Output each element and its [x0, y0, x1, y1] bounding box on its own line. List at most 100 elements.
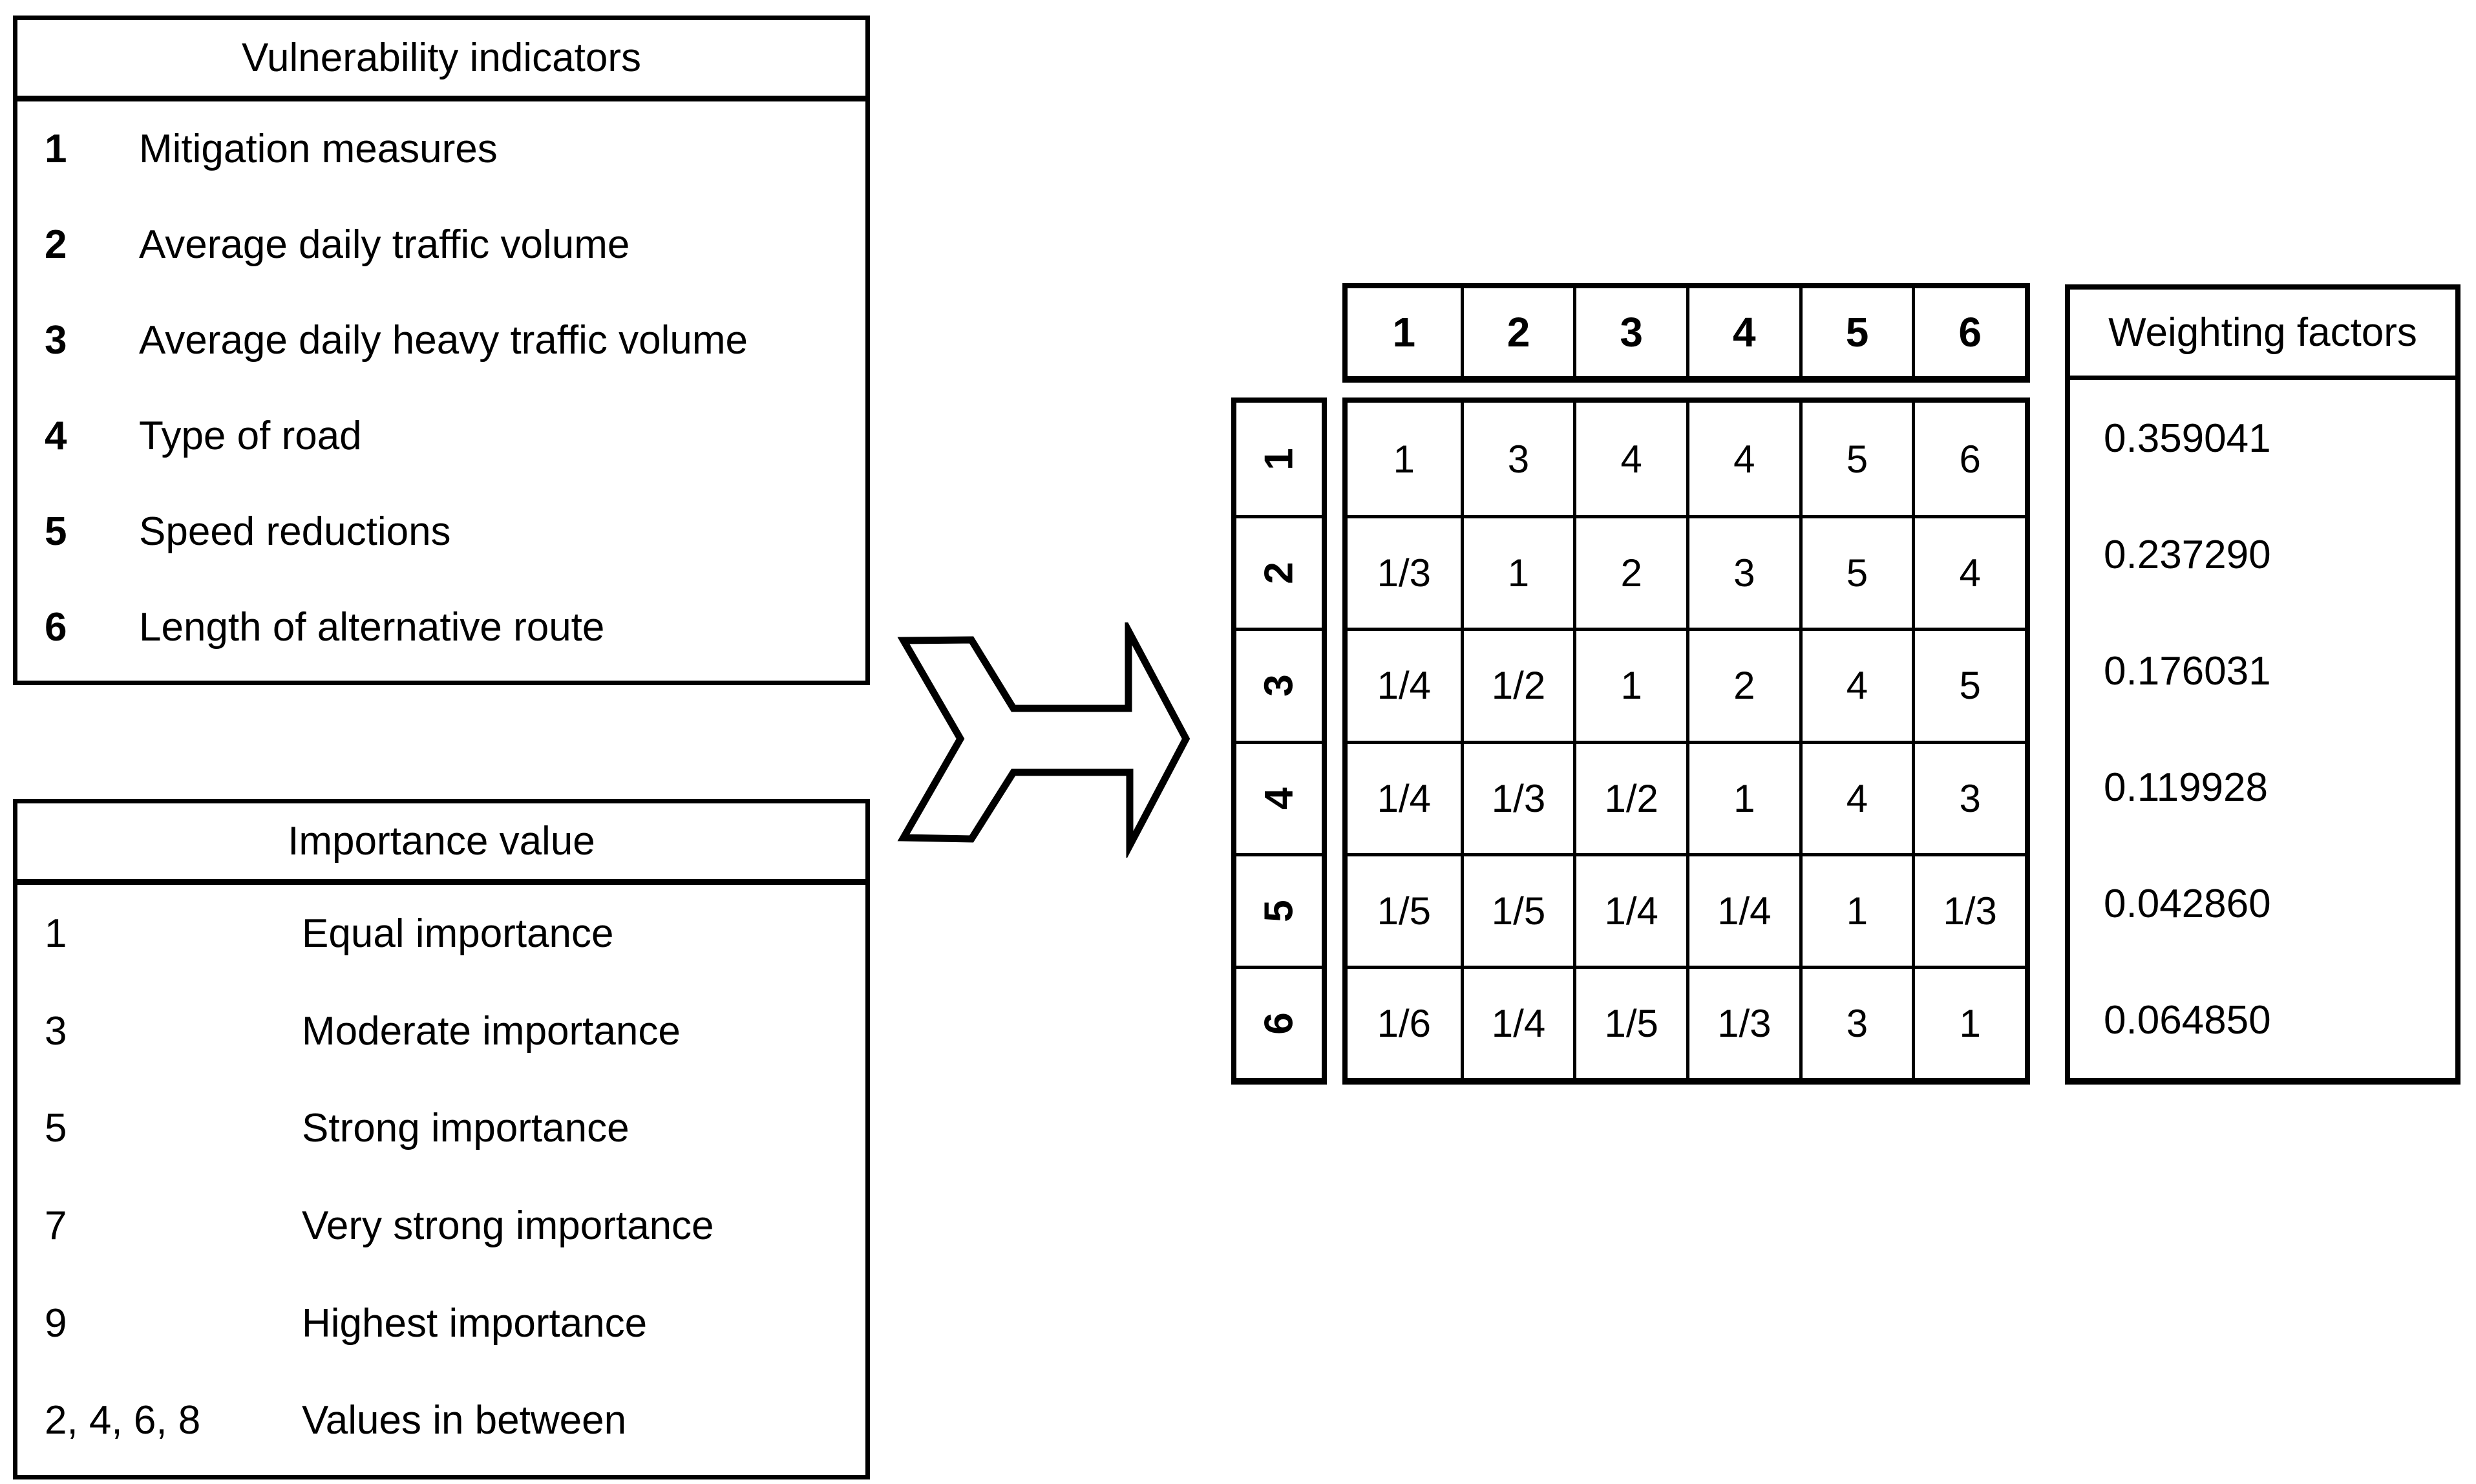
weighting-value: 0.042860 [2104, 881, 2271, 926]
matrix-cell: 1 [1573, 628, 1686, 741]
item-label: Values in between [302, 1398, 627, 1443]
matrix-row-header-cell: 6 [1236, 965, 1322, 1078]
matrix-col-header-cell: 6 [1912, 288, 2025, 376]
matrix-col-header-cell: 5 [1799, 288, 1912, 376]
weighting-value: 0.119928 [2104, 765, 2268, 810]
list-item: 3 Average daily heavy traffic volume [17, 293, 865, 388]
matrix-col-header-cell: 4 [1686, 288, 1799, 376]
item-label: Equal importance [302, 911, 614, 956]
matrix-cell: 4 [1573, 403, 1686, 516]
matrix-cell: 1/5 [1460, 853, 1574, 966]
item-number: 3 [45, 1008, 67, 1054]
matrix-col-header-cell: 2 [1460, 288, 1574, 376]
matrix-cell: 1 [1686, 740, 1799, 853]
matrix-cell: 1/5 [1348, 853, 1461, 966]
matrix-col-header-cell: 3 [1573, 288, 1686, 376]
item-label: Type of road [139, 413, 362, 458]
matrix-cell: 4 [1912, 515, 2025, 628]
weighting-factors-title: Weighting factors [2070, 290, 2455, 380]
matrix-cell: 4 [1799, 628, 1912, 741]
matrix-cell: 1/4 [1573, 853, 1686, 966]
list-item: 2, 4, 6, 8 Values in between [17, 1372, 865, 1469]
item-label: Average daily traffic volume [139, 222, 630, 268]
matrix-cell: 1/3 [1348, 515, 1461, 628]
list-item: 2 Average daily traffic volume [17, 197, 865, 293]
matrix-cell: 4 [1686, 403, 1799, 516]
item-number: 2 [45, 222, 67, 268]
matrix-cell: 1/2 [1573, 740, 1686, 853]
matrix-column-headers: 1 2 3 4 5 6 [1342, 283, 2030, 383]
vulnerability-indicators-list: 1 Mitigation measures 2 Average daily tr… [17, 101, 865, 675]
list-item: 4 Type of road [17, 388, 865, 483]
matrix-cell: 1/4 [1686, 853, 1799, 966]
matrix-cell: 1/3 [1912, 853, 2025, 966]
item-label: Average daily heavy traffic volume [139, 318, 748, 363]
item-number: 5 [45, 1106, 67, 1151]
matrix-cell: 2 [1686, 628, 1799, 741]
importance-value-title: Importance value [17, 803, 865, 885]
item-number: 2, 4, 6, 8 [45, 1398, 201, 1443]
list-item: 6 Length of alternative route [17, 579, 865, 675]
matrix-cell: 6 [1912, 403, 2025, 516]
matrix-row-headers: 1 2 3 4 5 6 [1231, 398, 1327, 1085]
matrix-cell: 2 [1573, 515, 1686, 628]
matrix-cell: 3 [1686, 515, 1799, 628]
matrix-cell: 1/5 [1573, 965, 1686, 1078]
item-number: 6 [45, 604, 67, 650]
item-label: Mitigation measures [139, 127, 498, 172]
weighting-factors-list: 0.359041 0.237290 0.176031 0.119928 0.04… [2070, 380, 2455, 1078]
matrix-cell: 5 [1799, 403, 1912, 516]
item-label: Moderate importance [302, 1008, 681, 1054]
weighting-value: 0.237290 [2104, 532, 2271, 577]
list-item: 5 Speed reductions [17, 483, 865, 579]
matrix-cell: 1/3 [1460, 740, 1574, 853]
matrix-cell: 1 [1912, 965, 2025, 1078]
matrix-cell: 4 [1799, 740, 1912, 853]
item-number: 1 [45, 127, 67, 172]
weighting-value: 0.176031 [2104, 648, 2271, 694]
matrix-cell: 1 [1799, 853, 1912, 966]
item-number: 4 [45, 413, 67, 458]
item-label: Very strong importance [302, 1203, 714, 1248]
right-arrow-icon [896, 616, 1196, 861]
pairwise-comparison-matrix: 1 3 4 4 5 6 1/3 1 2 3 5 4 1/4 1/2 1 2 4 … [1342, 398, 2030, 1085]
matrix-cell: 1/4 [1348, 740, 1461, 853]
matrix-cell: 1/6 [1348, 965, 1461, 1078]
item-label: Strong importance [302, 1106, 630, 1151]
vulnerability-indicators-title: Vulnerability indicators [17, 20, 865, 101]
weighting-value: 0.064850 [2104, 997, 2271, 1043]
item-number: 1 [45, 911, 67, 956]
list-item: 7 Very strong importance [17, 1177, 865, 1275]
list-item: 5 Strong importance [17, 1079, 865, 1177]
item-number: 7 [45, 1203, 67, 1248]
matrix-row-header-cell: 4 [1236, 740, 1322, 853]
matrix-cell: 5 [1799, 515, 1912, 628]
matrix-cell: 1/4 [1460, 965, 1574, 1078]
list-item: 3 Moderate importance [17, 982, 865, 1080]
matrix-row-header-cell: 3 [1236, 628, 1322, 740]
matrix-cell: 5 [1912, 628, 2025, 741]
vulnerability-indicators-box: Vulnerability indicators 1 Mitigation me… [13, 16, 870, 685]
weighting-factors-box: Weighting factors 0.359041 0.237290 0.17… [2065, 284, 2460, 1085]
importance-value-box: Importance value 1 Equal importance 3 Mo… [13, 799, 870, 1479]
item-number: 5 [45, 509, 67, 554]
matrix-cell: 3 [1799, 965, 1912, 1078]
matrix-cell: 1/3 [1686, 965, 1799, 1078]
matrix-cell: 3 [1460, 403, 1574, 516]
item-number: 9 [45, 1300, 67, 1346]
matrix-row-header-cell: 1 [1256, 447, 1302, 471]
item-label: Speed reductions [139, 509, 451, 554]
importance-value-list: 1 Equal importance 3 Moderate importance… [17, 885, 865, 1469]
weighting-value: 0.359041 [2104, 416, 2271, 461]
matrix-cell: 1 [1460, 515, 1574, 628]
matrix-row-header-cell: 5 [1236, 853, 1322, 966]
matrix-cell: 1 [1393, 437, 1415, 481]
matrix-col-header-cell: 1 [1392, 309, 1416, 355]
item-label: Length of alternative route [139, 604, 605, 650]
item-number: 3 [45, 318, 67, 363]
matrix-row-header-cell: 2 [1236, 515, 1322, 628]
matrix-cell: 1/2 [1460, 628, 1574, 741]
list-item: 1 Mitigation measures [17, 101, 865, 197]
list-item: 1 Equal importance [17, 885, 865, 982]
matrix-cell: 1/4 [1348, 628, 1461, 740]
